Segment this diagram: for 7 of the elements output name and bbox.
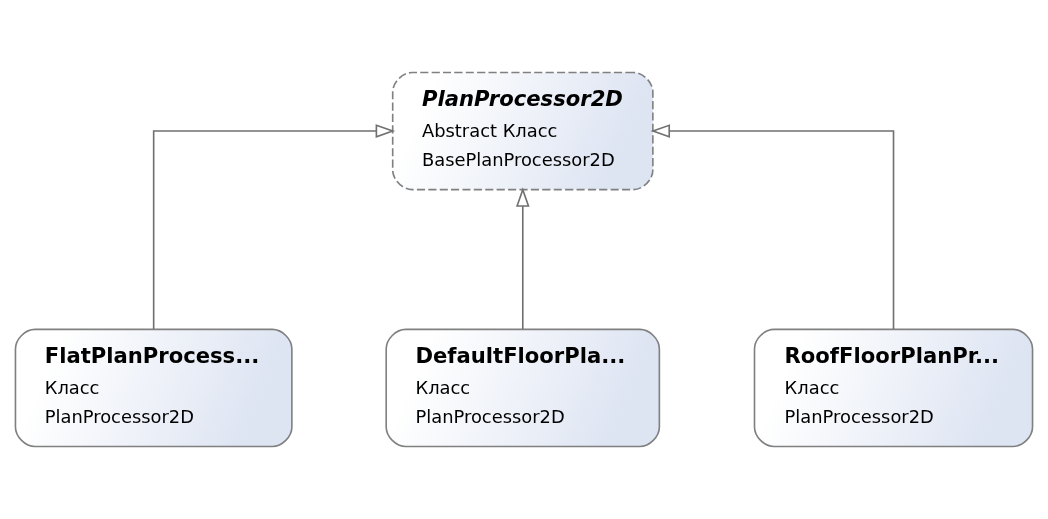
arrow	[515, 187, 530, 330]
node-box: DefaultFloorPla... Класс PlanProcessor2D	[385, 328, 661, 448]
arrow	[650, 124, 895, 330]
node-box: RoofFloorPlanPr... Класс PlanProcessor2D	[753, 328, 1034, 448]
node-box: FlatPlanProcess... Класс PlanProcessor2D	[14, 328, 293, 448]
node-box: PlanProcessor2D Abstract Класс BasePlanProcessor2D	[391, 71, 654, 191]
arrow	[152, 124, 396, 330]
